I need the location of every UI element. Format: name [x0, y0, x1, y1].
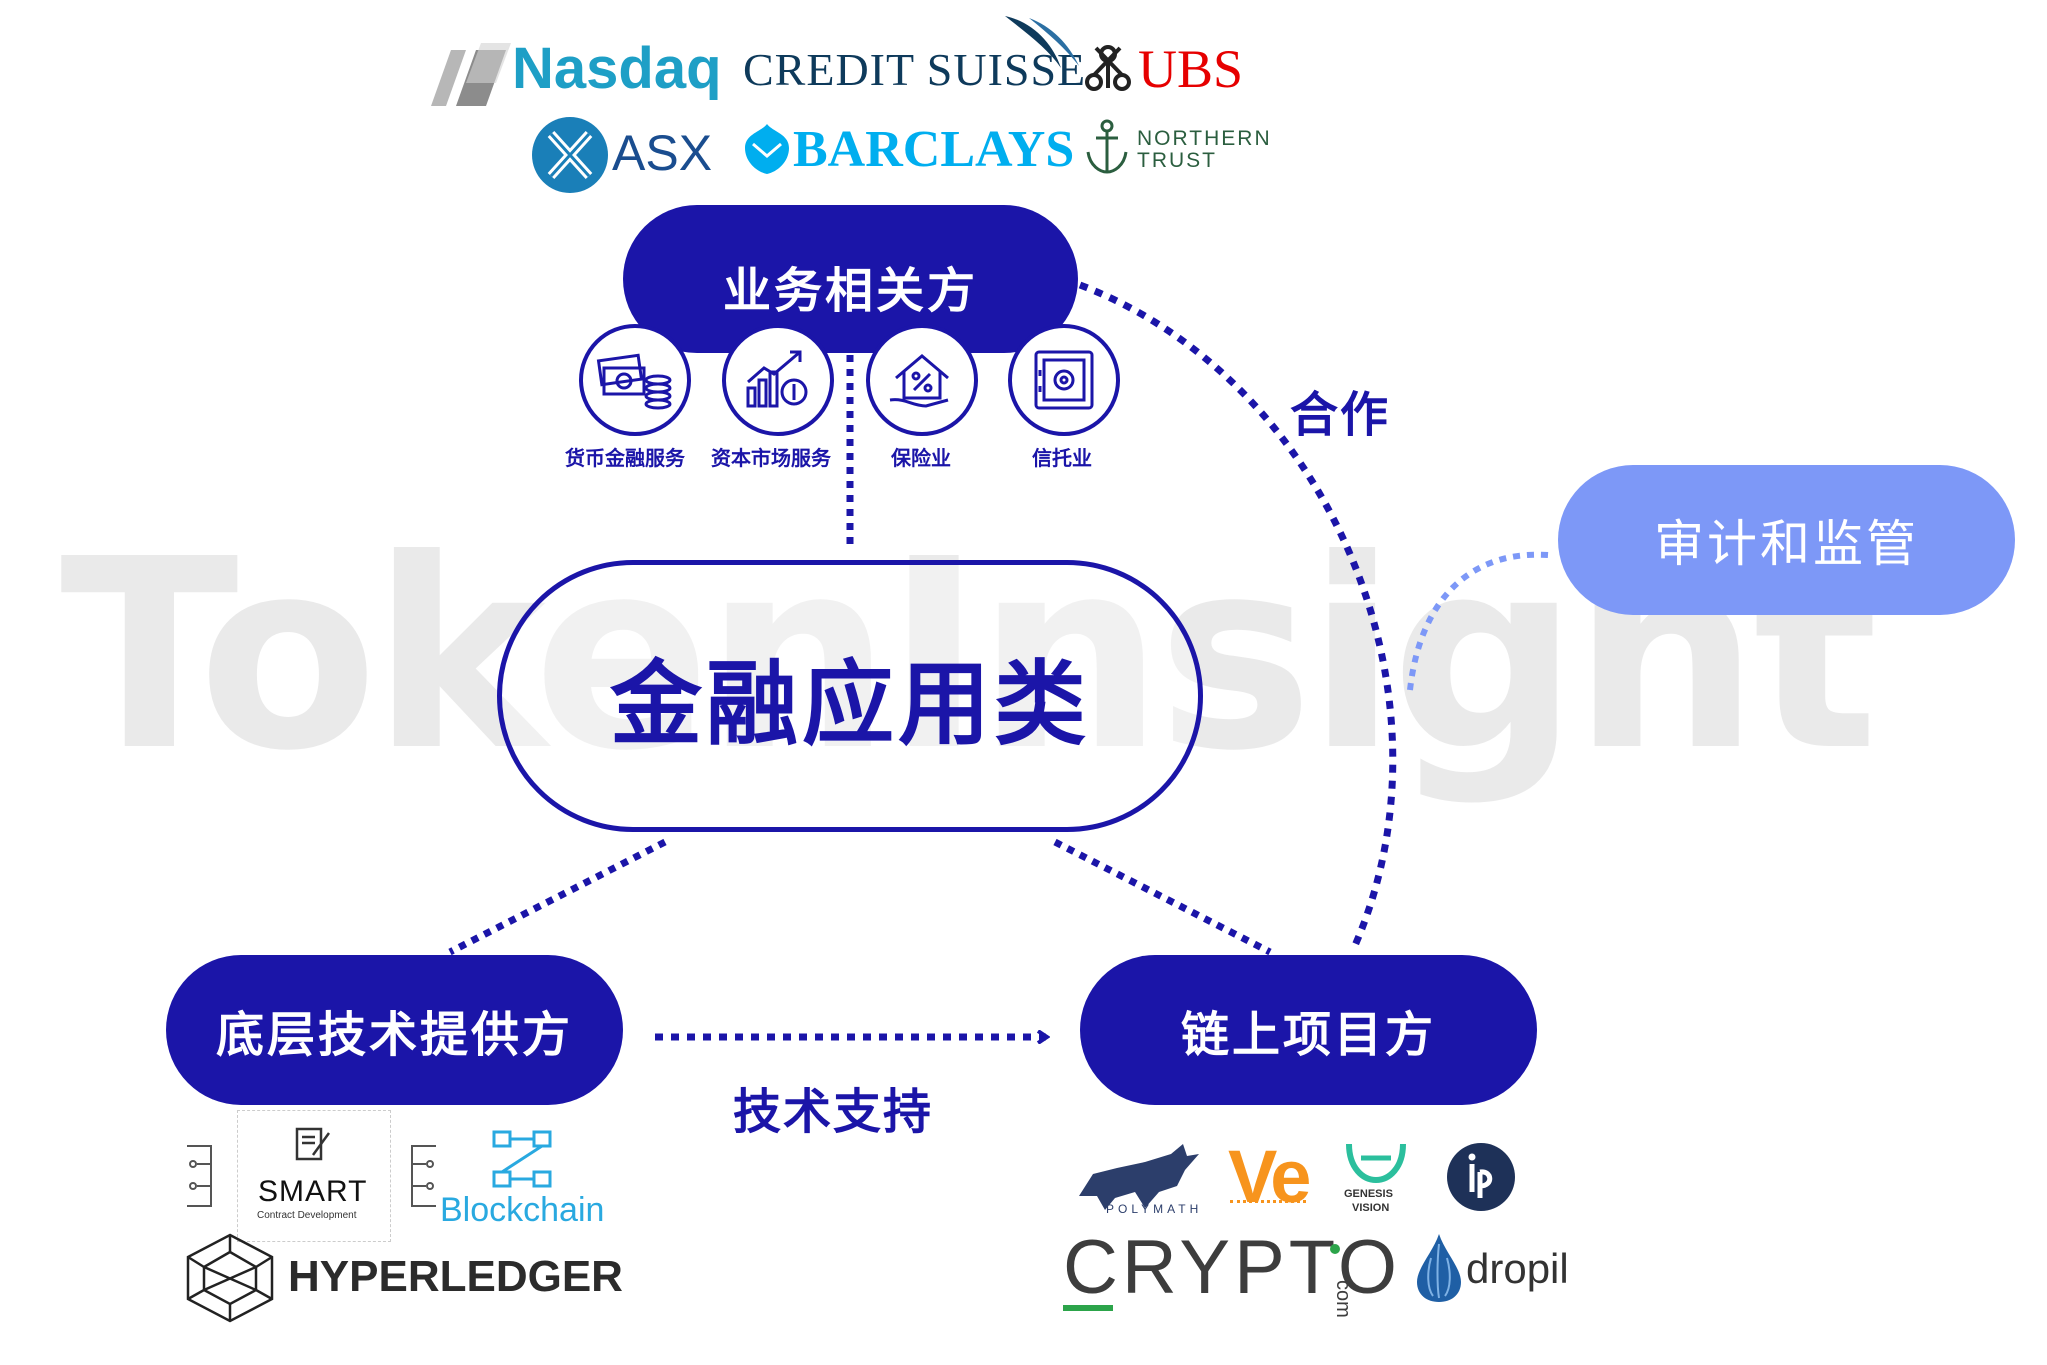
genesis-line1: GENESIS: [1344, 1188, 1393, 1200]
circuit-icon: [187, 1145, 212, 1207]
ubs-wordmark: UBS: [1138, 39, 1244, 99]
crypto-com-suffix: com: [1332, 1280, 1354, 1318]
barclays-wordmark: BARCLAYS: [793, 121, 1075, 178]
financial-applications-label: 金融应用类: [609, 650, 1090, 758]
crypto-accent-bar: [1063, 1305, 1113, 1311]
asx-icon: [532, 117, 608, 193]
edge-center-right: [1053, 838, 1272, 956]
tech-support-label: 技术支持: [733, 1084, 934, 1140]
service-label-monetary: 货币金融服务: [565, 446, 685, 470]
genesis-line2: VISION: [1352, 1202, 1390, 1214]
blockchain-blocks-icon: [492, 1130, 552, 1188]
money-icon: [579, 324, 691, 436]
infrastructure-provider-label: 底层技术提供方: [215, 1007, 573, 1063]
smart-subtitle: Contract Development: [257, 1210, 357, 1221]
keys-icon: [1085, 45, 1131, 91]
edge-center-left: [448, 838, 667, 956]
stakeholders-node: 业务相关方: [623, 205, 1078, 353]
edge-cooperation: [1078, 281, 1397, 952]
house-insurance-icon: [866, 324, 978, 436]
eagle-icon: [745, 124, 789, 174]
service-label-trust: 信托业: [1032, 446, 1092, 470]
stakeholders-label: 业务相关方: [722, 263, 978, 319]
hyperledger-wordmark: HYPERLEDGER: [288, 1252, 623, 1301]
service-label-insurance: 保险业: [891, 446, 951, 470]
infrastructure-provider-node: 底层技术提供方: [166, 955, 623, 1105]
nasdaq-icon: [431, 43, 511, 106]
sails-icon: [1005, 16, 1079, 68]
audit-regulation-label: 审计和监管: [1654, 515, 1919, 573]
crypto-accent-dot: [1330, 1244, 1340, 1254]
asx-wordmark: ASX: [612, 125, 713, 181]
ve-pattern: [1230, 1200, 1306, 1210]
service-label-capital-markets: 资本市场服务: [711, 446, 831, 470]
credit-suisse-wordmark: CREDIT SUISSE: [743, 44, 1087, 95]
financial-applications-node: 金融应用类: [497, 560, 1203, 832]
contract-pen-icon: [295, 1127, 331, 1161]
northern-trust-line2: TRUST: [1137, 149, 1217, 172]
onchain-project-label: 链上项目方: [1180, 1007, 1436, 1063]
smart-contract-logo: SMART Contract Development: [237, 1110, 391, 1242]
market-growth-icon: [722, 324, 834, 436]
dropil-drop-icon: [1417, 1234, 1461, 1302]
edge-audit: [1407, 551, 1549, 691]
onchain-project-node: 链上项目方: [1080, 955, 1537, 1105]
circuit-icon: [411, 1145, 436, 1207]
nasdaq-wordmark: Nasdaq: [512, 36, 722, 101]
audit-regulation-node: 审计和监管: [1558, 465, 2015, 615]
safe-icon: [1008, 324, 1120, 436]
genesis-vision-icon: [1346, 1143, 1406, 1184]
polymath-bull-icon: [1079, 1144, 1199, 1210]
smart-wordmark: SMART: [258, 1175, 368, 1208]
ip-coin-icon: [1447, 1143, 1515, 1211]
dropil-wordmark: dropil: [1466, 1245, 1569, 1292]
anchor-icon: [1086, 119, 1128, 174]
polymath-wordmark: POLYMATH: [1106, 1202, 1203, 1216]
cooperation-label: 合作: [1290, 387, 1391, 443]
hyperledger-icon: [186, 1233, 274, 1323]
blockchain-wordmark: Blockchain: [440, 1191, 605, 1229]
crypto-wordmark: CRYPTO: [1063, 1225, 1401, 1310]
northern-trust-line1: NORTHERN: [1137, 127, 1272, 150]
